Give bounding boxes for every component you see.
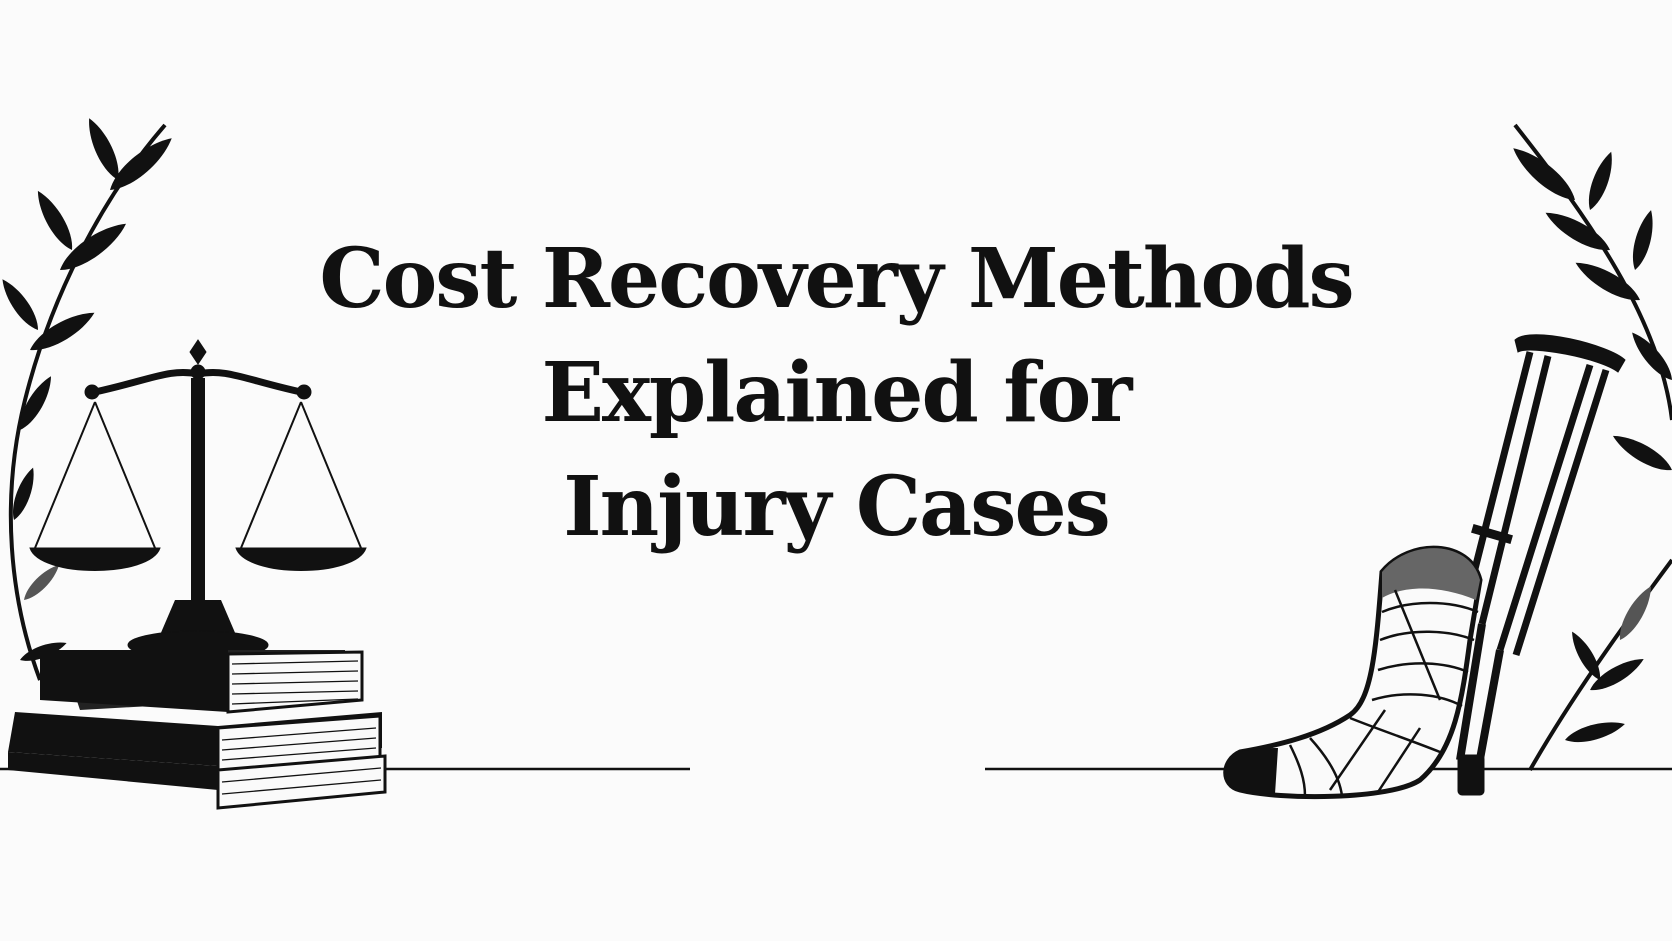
page-title: Cost Recovery Methods Explained for Inju… — [236, 222, 1436, 564]
laurel-branch-right-icon — [1506, 123, 1672, 771]
title-line-2: Explained for — [541, 345, 1133, 441]
crutch-icon — [1456, 334, 1626, 796]
laurel-branch-left-icon — [0, 114, 179, 681]
title-line-1: Cost Recovery Methods — [319, 231, 1354, 327]
bandaged-foot-icon — [1223, 545, 1483, 800]
title-line-3: Injury Cases — [563, 459, 1111, 555]
law-books-icon — [8, 650, 387, 810]
